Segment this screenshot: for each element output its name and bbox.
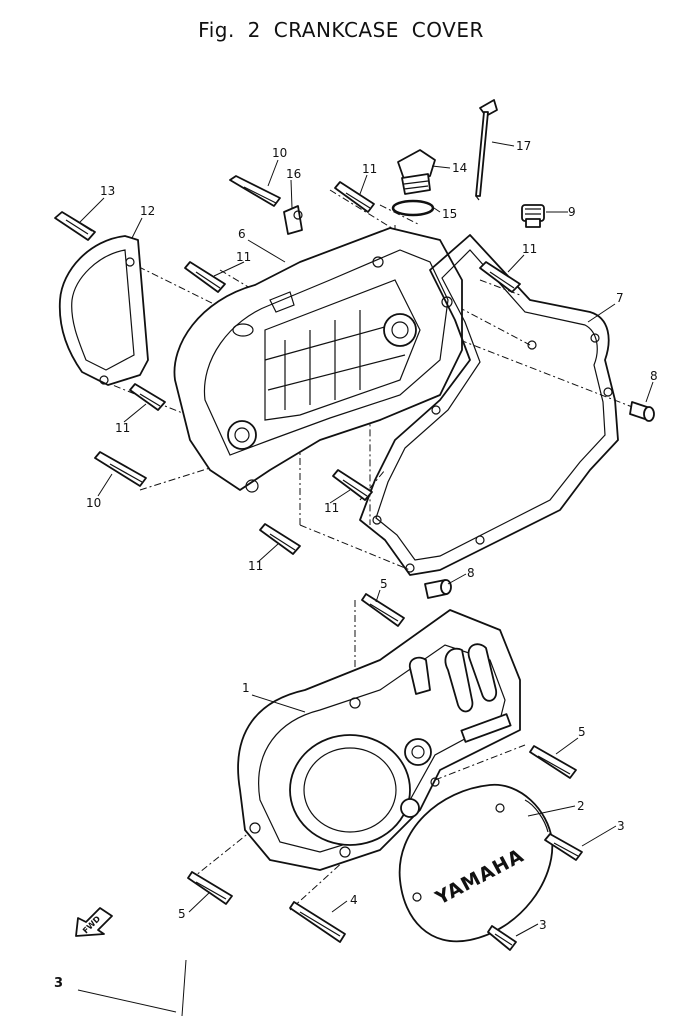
callout-10-upper: 10 — [272, 146, 287, 160]
part-1-outer-cover — [237, 609, 521, 871]
callout-11-a: 11 — [362, 162, 377, 176]
callout-11-b: 11 — [236, 250, 251, 264]
callout-15: 15 — [442, 207, 457, 221]
callout-numbers: 1 2 3 3 4 5 5 5 6 7 8 8 9 10 10 11 11 11… — [86, 139, 658, 932]
callout-4: 4 — [350, 893, 358, 907]
part-14-filler-cap — [397, 149, 436, 195]
part-17-dipstick — [475, 99, 498, 201]
part-16-clip — [283, 205, 303, 235]
part-6-inner-cover — [173, 227, 463, 493]
part-12-side-cover — [58, 235, 149, 386]
callout-8-upper: 8 — [650, 369, 658, 383]
part-3-bolt-lower — [487, 925, 517, 951]
part-5-bolt-left — [187, 871, 233, 905]
page-number: 3 — [54, 976, 64, 991]
part-2-round-cover: YAMAHA — [398, 784, 554, 943]
callout-17: 17 — [516, 139, 531, 153]
callout-13: 13 — [100, 184, 115, 198]
part-13-bolt — [54, 211, 96, 241]
callout-5-right: 5 — [578, 725, 586, 739]
callout-2: 2 — [577, 799, 585, 813]
part-15-o-ring — [391, 199, 435, 217]
fwd-arrow-badge: FWD — [75, 907, 113, 937]
callout-6: 6 — [238, 227, 246, 241]
callout-1: 1 — [242, 681, 250, 695]
part-11-bolt-c — [479, 261, 521, 293]
callout-16: 16 — [286, 167, 301, 181]
part-11-bolt-d — [129, 383, 166, 411]
callout-3-lower: 3 — [539, 918, 547, 932]
callout-14: 14 — [452, 161, 467, 175]
page-edge-marks — [77, 959, 187, 1017]
callout-3-upper: 3 — [617, 819, 625, 833]
callout-10-lower: 10 — [86, 496, 101, 510]
part-8-dowel-lower — [424, 579, 452, 599]
callout-leaders — [79, 141, 654, 937]
callout-11-c: 11 — [522, 242, 537, 256]
part-5-bolt-right — [529, 745, 577, 779]
part-10-bolt-upper — [229, 175, 281, 207]
part-11-bolt-a — [334, 181, 375, 213]
part-7-gasket — [359, 234, 619, 576]
callout-7: 7 — [616, 291, 624, 305]
part-11-bolt-b — [184, 261, 226, 293]
part-3-bolt-upper — [544, 833, 583, 861]
callout-11-f: 11 — [248, 559, 263, 573]
callout-11-d: 11 — [115, 421, 130, 435]
part-11-bolt-f — [259, 523, 301, 555]
figure-title: Fig. 2 CRANKCASE COVER — [198, 18, 484, 42]
callout-12: 12 — [140, 204, 155, 218]
part-4-bolt — [289, 901, 346, 943]
part-8-dowel-upper — [629, 401, 655, 422]
part-5-bolt-top — [361, 593, 405, 627]
callout-8-lower: 8 — [467, 566, 475, 580]
part-10-bolt-lower — [94, 451, 147, 487]
part-11-bolt-e — [332, 469, 373, 501]
part-9-plug — [521, 204, 545, 228]
callout-5-left: 5 — [178, 907, 186, 921]
callout-9: 9 — [568, 205, 576, 219]
callout-11-e: 11 — [324, 501, 339, 515]
callout-5-top: 5 — [380, 577, 388, 591]
